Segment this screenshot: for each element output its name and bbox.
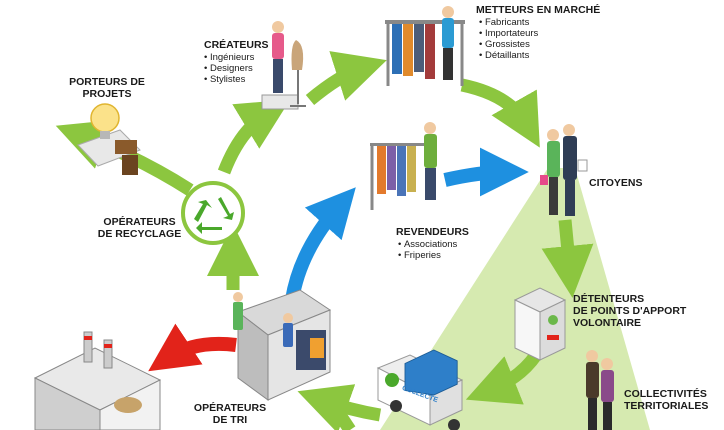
list-item: Fabricants (479, 17, 538, 28)
label-line: PORTEURS DE (69, 76, 145, 88)
market-list: Fabricants Importateurs Grossistes Détai… (479, 17, 538, 61)
label-line: DÉTENTEURS (573, 293, 645, 305)
arrow-market-to-citizens (460, 78, 540, 148)
recycling-symbol-icon (181, 181, 245, 245)
arrow-collection-points-to-truck (465, 351, 542, 405)
resellers-title: REVENDEURS (396, 226, 469, 238)
recyclers-label: OPÉRATEURS DE RECYCLAGE (92, 216, 187, 240)
collection-bin-illustration (513, 287, 567, 361)
list-item: Stylistes (204, 74, 254, 85)
list-item: Importateurs (479, 28, 538, 39)
list-item: Grossistes (479, 39, 538, 50)
arrow-recyclers-to-creators (217, 99, 291, 175)
label-line: DE RECYCLAGE (97, 228, 182, 240)
arrow-sorting-to-resellers (285, 187, 356, 302)
list-item: Associations (398, 239, 457, 250)
processing-plant-illustration (33, 331, 162, 430)
market-illustration (385, 6, 465, 86)
resellers-illustration (370, 122, 437, 210)
collection-points-label: DÉTENTEURS DE POINTS D'APPORT VOLONTAIRE (573, 293, 686, 329)
label-line: PROJETS (82, 88, 132, 100)
sorting-center-illustration (233, 289, 332, 401)
local-authorities-label: COLLECTIVITÉS TERRITORIALES (624, 388, 708, 412)
citizens-illustration (540, 124, 588, 216)
label-line: OPÉRATEURS (103, 216, 176, 228)
citizens-label: CITOYENS (589, 177, 643, 189)
list-item: Friperies (398, 250, 457, 261)
label-line: DE POINTS D'APPORT (573, 305, 687, 317)
project-leaders-illustration (77, 103, 141, 175)
label-line: TERRITORIALES (624, 400, 709, 412)
label-line: DE TRI (212, 414, 248, 426)
resellers-list: Associations Friperies (398, 239, 457, 261)
label-line: COLLECTIVITÉS (624, 388, 707, 400)
list-item: Designers (204, 63, 254, 74)
arrow-citizens-to-collection-points (541, 219, 594, 298)
list-item: Ingénieurs (204, 52, 254, 63)
arrow-truck-to-sorting (297, 384, 382, 430)
local-authorities-illustration (586, 350, 614, 430)
project-leaders-label: PORTEURS DE PROJETS (62, 76, 152, 100)
creators-illustration (261, 21, 306, 110)
arrow-truck-bottom-tail (332, 408, 356, 430)
blue-flow-arrows (285, 147, 529, 302)
arrow-sorting-to-waste-plant (148, 323, 237, 372)
label-line: VOLONTAIRE (573, 317, 642, 329)
market-title: METTEURS EN MARCHÉ (476, 4, 601, 16)
arrow-resellers-to-citizens (443, 147, 529, 197)
arrow-creators-to-market (305, 51, 387, 106)
list-item: Détaillants (479, 50, 538, 61)
creators-list: Ingénieurs Designers Stylistes (204, 52, 254, 85)
collection-truck-illustration (376, 349, 464, 430)
sorting-operators-label: OPÉRATEURS DE TRI (190, 402, 270, 426)
label-line: OPÉRATEURS (193, 402, 267, 414)
creators-title: CRÉATEURS (204, 39, 269, 51)
